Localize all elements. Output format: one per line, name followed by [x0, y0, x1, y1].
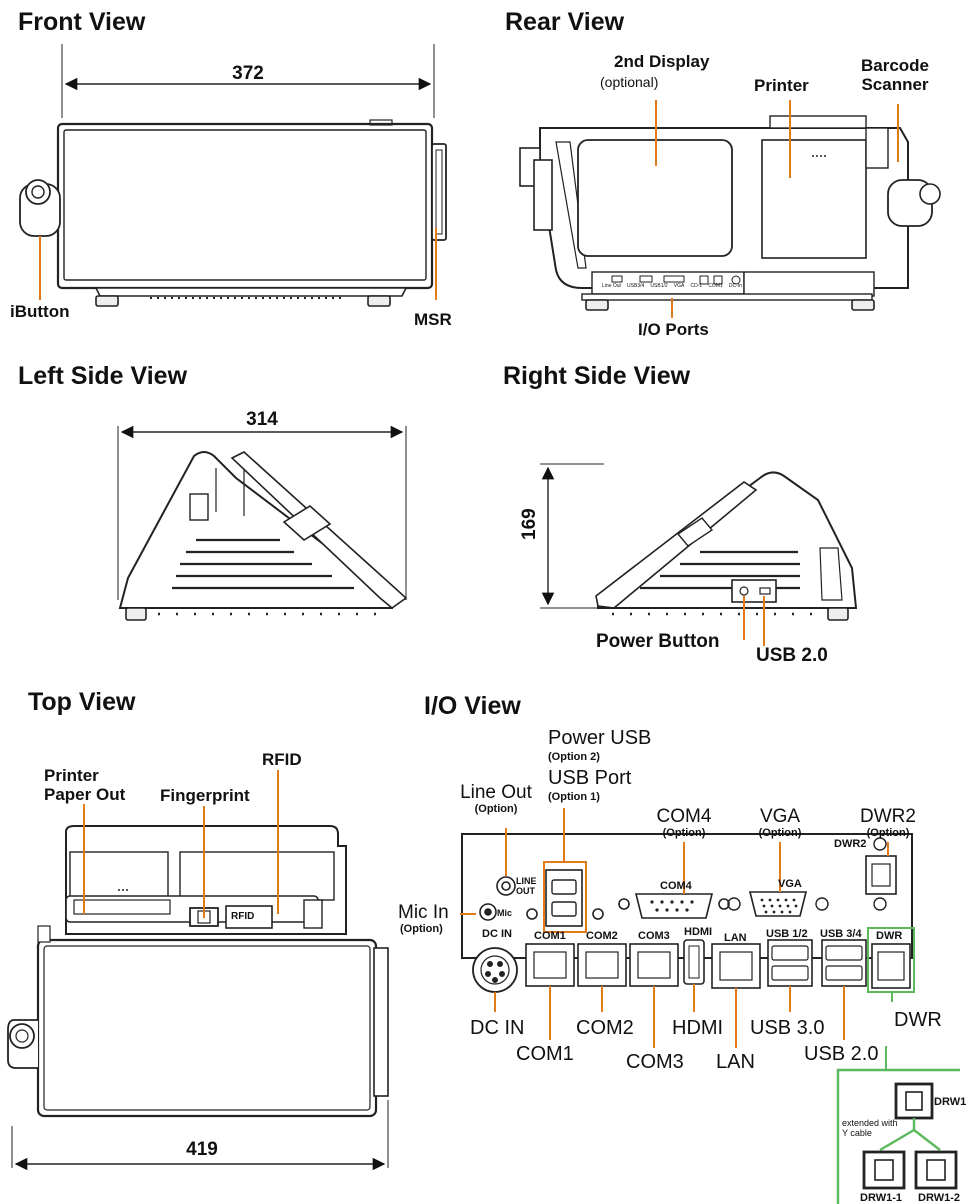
- dwr2-callout: DWR2: [860, 806, 916, 827]
- panel-usb34-label: USB 3/4: [820, 928, 862, 940]
- panel-usb12-label: USB 1/2: [766, 928, 808, 940]
- left-side-view-title: Left Side View: [18, 362, 188, 390]
- vga-callout: VGA: [759, 806, 801, 827]
- com4-callout: COM4: [656, 806, 712, 827]
- rear-view-title: Rear View: [505, 8, 625, 36]
- rear-io-strip-labels: Line Out USB3/4 USB1/2 VGA CD-1 COM1 DC-…: [602, 283, 742, 289]
- com1-callout: COM1: [516, 1043, 574, 1065]
- ibutton-label: iButton: [10, 302, 70, 321]
- rear-strip-line-out: Line Out: [602, 283, 621, 289]
- rfid-logo: RFID: [231, 911, 255, 922]
- panel-out-label: OUT: [516, 886, 535, 896]
- mic-in-option: (Option): [400, 923, 443, 935]
- panel-dwr2-label: DWR2: [834, 838, 867, 850]
- com4-option: (Option): [662, 827, 706, 839]
- mic-in-callout: Mic In: [398, 902, 449, 923]
- left-side-view-drawing: [117, 425, 408, 621]
- rear-strip-usb34: USB3/4: [627, 283, 645, 289]
- msr-label: MSR: [414, 310, 452, 329]
- rear-strip-vga: VGA: [673, 283, 685, 289]
- dwr2-option: (Option): [866, 827, 910, 839]
- dc-in-callout: DC IN: [470, 1017, 525, 1039]
- barcode-scanner-label-line1: Barcode: [860, 56, 930, 75]
- panel-lan-label: LAN: [724, 932, 747, 944]
- barcode-scanner-label-line2: Scanner: [861, 75, 929, 94]
- front-width-value: 372: [232, 63, 264, 84]
- right-side-view-drawing: [540, 463, 858, 646]
- right-side-view-title: Right Side View: [503, 362, 691, 390]
- io-ports-label: I/O Ports: [638, 320, 709, 339]
- panel-com4-label: COM4: [660, 880, 692, 892]
- panel-hdmi-label: HDMI: [684, 926, 713, 938]
- right-height-value: 169: [519, 508, 540, 540]
- usb30-callout: USB 3.0: [750, 1017, 825, 1039]
- usb20-callout: USB 2.0: [804, 1043, 879, 1065]
- line-out-callout: Line Out: [460, 782, 532, 803]
- panel-line-label: LINE: [516, 876, 537, 886]
- com2-callout: COM2: [576, 1017, 634, 1039]
- panel-com1-label: COM1: [534, 930, 566, 942]
- rear-strip-com1: COM1: [708, 283, 723, 289]
- left-depth-value: 314: [246, 409, 278, 430]
- front-view-drawing: [19, 44, 447, 307]
- io-panel-drawing: [460, 808, 960, 1204]
- extended-with-label: extended with: [842, 1118, 898, 1128]
- panel-com3-label: COM3: [638, 930, 670, 942]
- second-display-label: 2nd Display: [614, 52, 710, 71]
- drw1-2-label: DRW1-2: [918, 1192, 960, 1204]
- printer-label: Printer: [754, 76, 809, 95]
- rfid-label: RFID: [262, 750, 302, 769]
- io-view-title: I/O View: [424, 692, 521, 720]
- y-cable-label: Y cable: [842, 1128, 872, 1138]
- front-view-title: Front View: [18, 8, 146, 36]
- rear-strip-dc-in: DC-In: [728, 283, 742, 289]
- lan-callout: LAN: [716, 1051, 755, 1073]
- second-display-optional-label: (optional): [600, 74, 659, 90]
- panel-mic-label: Mic: [497, 908, 513, 918]
- printer-paper-out-label-line2: Paper Out: [44, 785, 126, 804]
- hdmi-callout: HDMI: [672, 1017, 724, 1039]
- panel-vga-label: VGA: [778, 878, 802, 890]
- rear-view-drawing: [519, 100, 941, 318]
- panel-dwr-label: DWR: [876, 930, 903, 942]
- power-usb-callout: Power USB: [548, 727, 652, 749]
- panel-com2-label: COM2: [586, 930, 618, 942]
- fingerprint-label: Fingerprint: [160, 786, 250, 805]
- usb-port-callout: USB Port: [548, 767, 632, 789]
- top-width-value: 419: [186, 1139, 218, 1160]
- usb20-side-label: USB 2.0: [756, 645, 828, 666]
- power-button-label: Power Button: [596, 631, 720, 652]
- top-view-drawing: [7, 770, 389, 1171]
- drw1-1-label: DRW1-1: [860, 1192, 902, 1204]
- vga-option: (Option): [758, 827, 802, 839]
- drw1-label: DRW1: [934, 1096, 966, 1108]
- rear-strip-usb12: USB1/2: [650, 283, 668, 289]
- com3-callout: COM3: [626, 1051, 684, 1073]
- line-out-option: (Option): [474, 803, 518, 815]
- usb-port-option1: (Option 1): [548, 791, 600, 803]
- power-usb-option2: (Option 2): [548, 751, 600, 763]
- dwr-callout: DWR: [894, 1009, 942, 1031]
- printer-paper-out-label-line1: Printer: [44, 766, 99, 785]
- panel-dc-in-label: DC IN: [482, 928, 512, 940]
- top-view-title: Top View: [28, 688, 136, 716]
- rear-strip-cd1: CD-1: [690, 283, 703, 289]
